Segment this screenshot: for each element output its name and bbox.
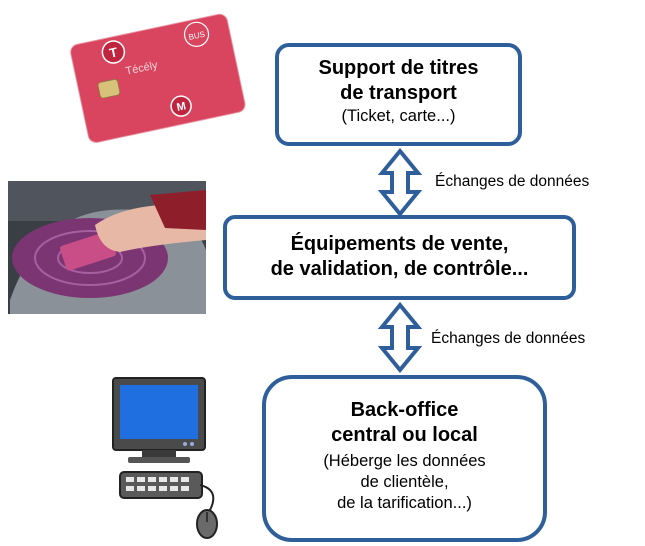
support-title-line1: Support de titres xyxy=(318,57,479,79)
transport-card-image: T BUS Técély M xyxy=(70,13,246,143)
svg-text:BUS: BUS xyxy=(188,30,206,42)
support-title-line2: de transport xyxy=(340,82,457,104)
support-subtitle: (Ticket, carte...) xyxy=(341,107,456,125)
double-arrow-icon xyxy=(377,147,423,218)
keyboard-icon xyxy=(119,471,203,499)
card-reader-image xyxy=(8,181,206,314)
backoffice-box: Back-office central ou local (Héberge le… xyxy=(262,375,547,542)
equipment-box: Équipements de vente, de validation, de … xyxy=(223,215,576,300)
support-box: Support de titres de transport (Ticket, … xyxy=(275,43,522,146)
double-arrow-icon xyxy=(377,301,423,374)
computer-icon xyxy=(112,377,218,539)
t-logo-icon xyxy=(101,40,126,64)
edge-label-bottom: Échanges de données xyxy=(431,330,586,347)
backoffice-title-line1: Back-office xyxy=(350,399,459,421)
m-logo-icon xyxy=(170,95,192,117)
equipment-title-line2: de validation, de contrôle... xyxy=(270,258,529,280)
svg-text:T: T xyxy=(108,44,119,60)
svg-text:M: M xyxy=(176,100,187,114)
chip-icon xyxy=(97,78,121,99)
edge-label-top: Échanges de données xyxy=(435,173,590,190)
bus-logo-icon xyxy=(183,21,210,47)
backoffice-sub-line1: (Héberge les données xyxy=(323,452,486,470)
mouse-icon xyxy=(196,509,218,539)
equipment-title-line1: Équipements de vente, xyxy=(290,233,509,255)
backoffice-sub-line3: de la tarification...) xyxy=(337,494,472,512)
backoffice-title-line2: central ou local xyxy=(331,424,478,446)
backoffice-sub-line2: de clientèle, xyxy=(360,473,449,491)
